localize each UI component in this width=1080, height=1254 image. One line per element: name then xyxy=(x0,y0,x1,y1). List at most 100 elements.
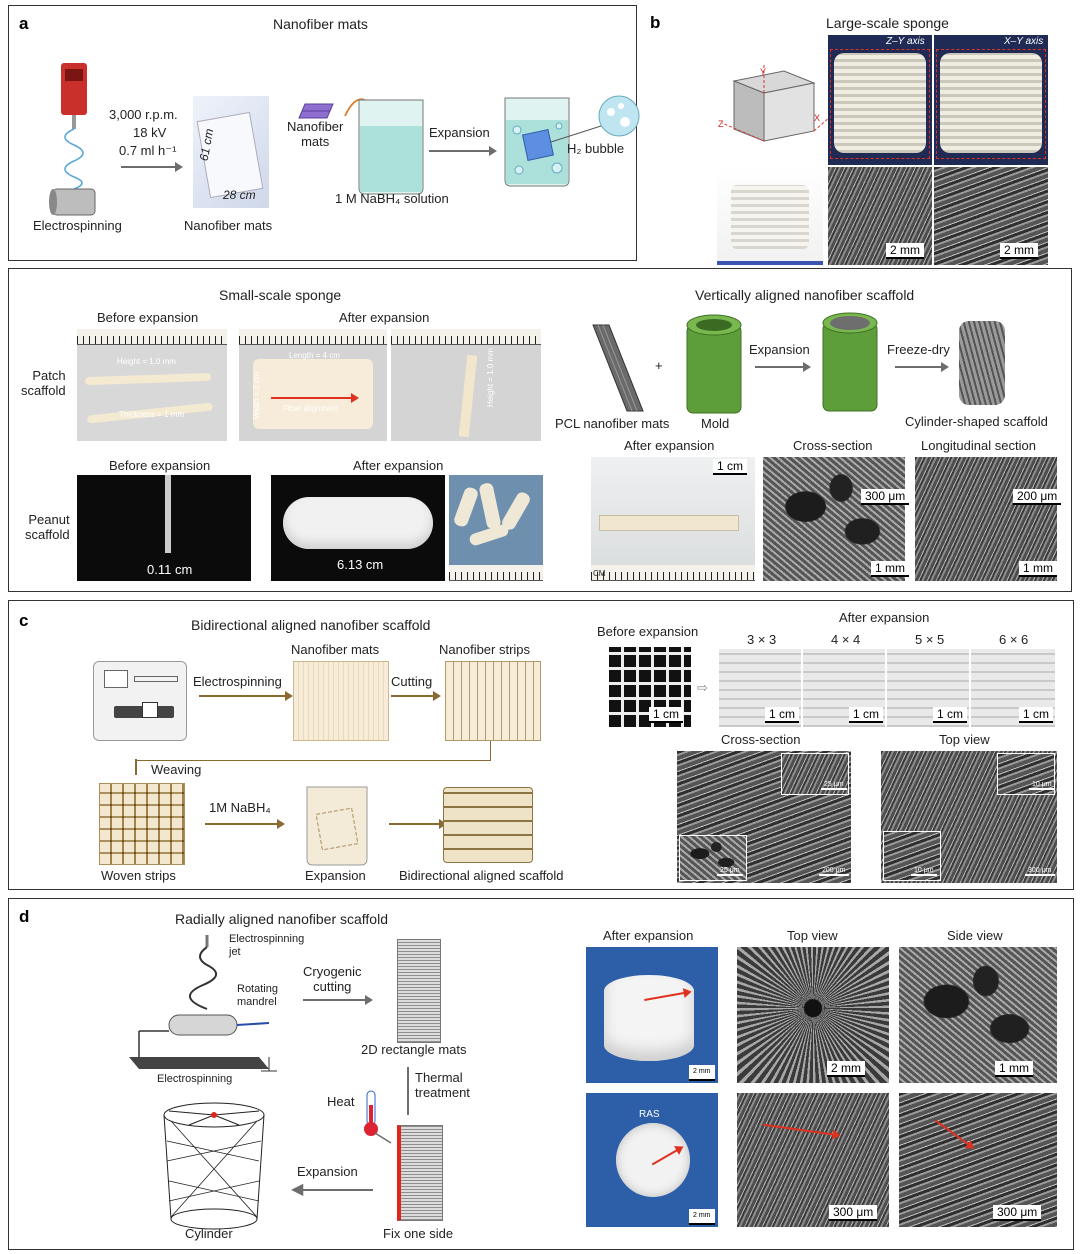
height-label-2: Height = 1.0 mm xyxy=(485,348,495,408)
fix-one-side-label: Fix one side xyxy=(383,1226,454,1241)
panel-b: b Large-scale sponge Y Z X Z–Y axis X–Y … xyxy=(642,5,1072,268)
grid-4x4-label: 4 × 4 xyxy=(831,632,861,647)
scalebar-1mm-d: 1 mm xyxy=(995,1061,1033,1077)
scalebar-1cm-4x4: 1 cm xyxy=(849,707,884,723)
panel-a: a Nanofiber mats Electrospinning 3,000 r… xyxy=(8,5,640,261)
thickness-label: Thickness = 1 mm xyxy=(119,410,185,419)
pcl-label: PCL nanofiber mats xyxy=(555,416,670,431)
woven-strips-label: Woven strips xyxy=(101,868,176,883)
top-view-d: Top view xyxy=(787,928,838,943)
arrow-expansion-v xyxy=(755,362,811,372)
bidirectional-scaffold-label: Bidirectional aligned scaffold xyxy=(399,868,564,883)
after-expansion-d: After expansion xyxy=(603,928,694,943)
panel-a-title: Nanofiber mats xyxy=(273,16,368,32)
arrow-cryo xyxy=(303,995,373,1005)
side-view-sem xyxy=(899,947,1057,1083)
arrow-c-4 xyxy=(389,819,447,829)
jet-label: Electrospinning jet xyxy=(229,933,305,958)
electrospinner-illustration xyxy=(49,63,96,216)
fiber-alignment-label: Fiber alignment xyxy=(283,404,339,413)
after-expansion-2: After expansion xyxy=(353,458,444,473)
panel-label-c: c xyxy=(19,611,29,630)
cylinder-label-d: Cylinder xyxy=(185,1226,233,1241)
cylinder-net-illustration xyxy=(163,1102,265,1230)
xy-axis-label: X–Y axis xyxy=(1004,36,1044,47)
arrow-c-2 xyxy=(391,691,441,701)
mats-caption: Nanofiber mats xyxy=(184,218,273,233)
zy-axis-label: Z–Y axis xyxy=(886,36,925,47)
panel-c-title: Bidirectional aligned nanofiber scaffold xyxy=(191,617,431,633)
ras-side-photo xyxy=(586,947,718,1083)
scalebar-300um-d1: 300 μm xyxy=(829,1205,878,1221)
left-arrowhead: ◀ xyxy=(291,1181,304,1198)
longitudinal-label: Longitudinal section xyxy=(921,438,1036,453)
arrow-freeze xyxy=(895,362,949,372)
peanut-many-photo xyxy=(449,475,543,581)
peanut-before-photo xyxy=(77,475,251,581)
arrow-c-3 xyxy=(205,819,285,829)
panel-d-title: Radially aligned nanofiber scaffold xyxy=(175,911,388,927)
scalebar-1cm-before: 1 cm xyxy=(649,707,684,723)
expansion-label-d: Expansion xyxy=(297,1164,358,1179)
top-inset-2 xyxy=(883,831,941,881)
scalebar-2mm-1: 2 mm xyxy=(886,243,924,259)
axis-z-label: Z xyxy=(718,119,724,129)
scalebar-1cm-v: 1 cm xyxy=(713,459,748,475)
axis-y-label: Y xyxy=(760,67,767,77)
grid-3x3-label: 3 × 3 xyxy=(747,632,777,647)
scalebar-300um-c: 300 μm xyxy=(1025,867,1055,876)
patch-height-photo xyxy=(391,329,541,441)
panel-sponges: Small-scale sponge Before expansion Afte… xyxy=(8,268,1072,592)
scalebar-300um-v: 300 μm xyxy=(861,489,910,505)
arrow-to-mats xyxy=(121,162,183,172)
electrospin-apparatus xyxy=(93,661,187,741)
cm-label: CM xyxy=(593,569,606,578)
scalebar-200um-c: 200 μm xyxy=(819,867,849,876)
scalebar-2mm-d2: 2 mm xyxy=(827,1061,865,1077)
cross-section-v: Cross-section xyxy=(793,438,873,453)
cylinder-label: Cylinder-shaped scaffold xyxy=(905,414,1048,429)
length-label: Length = 4 cm xyxy=(289,351,340,360)
arrow-c-1 xyxy=(199,691,293,701)
cube-axes-illustration xyxy=(721,63,831,142)
beaker-solution xyxy=(344,98,424,195)
cutting-label: Cutting xyxy=(391,674,433,689)
scalebar-300um-d2: 300 μm xyxy=(993,1205,1042,1221)
param-voltage: 18 kV xyxy=(133,125,167,140)
connector-line xyxy=(135,741,491,761)
fixed-mats-illustration xyxy=(397,1125,443,1221)
ras-label: RAS xyxy=(639,1109,660,1120)
height-label: Height = 1.0 mm xyxy=(117,357,176,366)
vertical-title: Vertically aligned nanofiber scaffold xyxy=(695,287,915,303)
cross-section-c: Cross-section xyxy=(721,732,801,747)
freeze-dry-label: Freeze-dry xyxy=(887,342,950,357)
thermometer-icon xyxy=(364,1090,392,1144)
peanut-after-photo xyxy=(271,475,445,581)
electrospinning-setup-d xyxy=(129,935,277,1072)
peanut-scaffold-label: Peanut scaffold xyxy=(25,512,70,542)
rectangle-mats-label: 2D rectangle mats xyxy=(361,1042,467,1057)
expansion-label-a: Expansion xyxy=(429,125,490,140)
param-flow: 0.7 ml h⁻¹ xyxy=(119,143,177,158)
panel-c: c Bidirectional aligned nanofiber scaffo… xyxy=(8,600,1074,890)
top-view-c: Top view xyxy=(939,732,990,747)
mats-illustration-c xyxy=(293,661,389,741)
mold-label: Mold xyxy=(701,416,730,431)
size-613-label: 6.13 cm xyxy=(337,557,384,572)
rectangle-mats-illustration xyxy=(397,939,441,1043)
arrow-thermal xyxy=(407,1067,409,1115)
scalebar-1mm-v: 1 mm xyxy=(871,561,909,577)
nanofiber-mat-photo xyxy=(193,96,269,208)
beaker-c xyxy=(306,786,368,866)
heat-label: Heat xyxy=(327,1094,355,1109)
scalebar-25um-1: 25 μm xyxy=(821,781,847,790)
patch-after-photo xyxy=(239,329,387,441)
nanofiber-mats-c: Nanofiber mats xyxy=(291,642,380,657)
size-011-label: 0.11 cm xyxy=(147,562,193,577)
scalebar-10um-2: 10 μm xyxy=(911,867,937,876)
side-closeup-sem xyxy=(899,1093,1057,1227)
scalebar-1mm-v2: 1 mm xyxy=(1019,561,1057,577)
grid-6x6-label: 6 × 6 xyxy=(999,632,1029,647)
bubble-label: H₂ bubble xyxy=(567,141,625,156)
thermal-label: Thermal treatment xyxy=(415,1070,470,1100)
